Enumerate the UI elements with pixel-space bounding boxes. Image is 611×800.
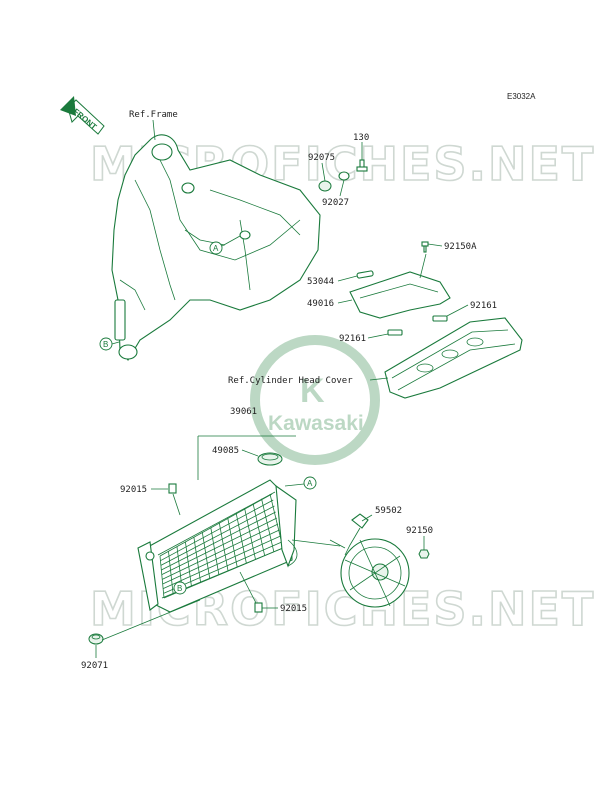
radiator-fan: [329, 513, 410, 608]
part-92161-pad-left: [387, 329, 403, 336]
part-label-92150[interactable]: 92150: [406, 526, 433, 536]
radiator-fin: [193, 536, 202, 583]
radiator-fin: [210, 527, 220, 575]
radiator-fin: [184, 541, 192, 587]
radiator-fin: [227, 517, 238, 568]
part-label-53044[interactable]: 53044: [307, 277, 334, 287]
part-label-49085[interactable]: 49085: [212, 446, 239, 456]
radiator-fin: [261, 498, 275, 552]
callout-a-radiator: A: [284, 476, 317, 490]
callout-b-frame: B: [99, 337, 120, 351]
radiator-fin: [218, 522, 229, 572]
radiator-fin: [235, 512, 247, 564]
part-49016-cover: [349, 271, 451, 319]
kawasaki-logo: K Kawasaki: [250, 335, 380, 465]
part-49085-cap: [257, 452, 283, 466]
part-53044-pad: [356, 270, 374, 279]
diagram-code: E3032A: [507, 92, 536, 101]
front-arrow-icon: FRONT: [60, 96, 105, 135]
radiator-fin-row: [160, 499, 274, 562]
radiator-fin-row: [160, 505, 275, 566]
part-92027-collar: [338, 171, 350, 181]
radiator-fin-row: [161, 517, 278, 576]
part-92075-grommet: [318, 180, 332, 192]
callout-b-radiator: B: [173, 581, 187, 595]
radiator-fin: [159, 555, 165, 599]
radiator-fin: [252, 503, 266, 556]
part-label-92071[interactable]: 92071: [81, 661, 108, 671]
radiator-fin-row: [162, 535, 281, 590]
callout-a-frame: A: [209, 235, 241, 255]
part-92150a-bolt: [421, 241, 429, 253]
part-label-92161-left[interactable]: 92161: [339, 334, 366, 344]
kawasaki-logo-text: Kawasaki: [268, 412, 364, 435]
svg-text:A: A: [307, 479, 313, 488]
radiator-fin: [168, 551, 174, 595]
part-label-92150a[interactable]: 92150A: [444, 242, 477, 252]
part-92071-cap: [88, 633, 104, 645]
part-label-92027[interactable]: 92027: [322, 198, 349, 208]
part-92150-bolt: [418, 549, 430, 559]
radiator-fin-row: [161, 511, 276, 571]
part-92161-pad-right: [432, 315, 448, 322]
part-label-130[interactable]: 130: [353, 133, 369, 143]
part-label-92015-bottom[interactable]: 92015: [280, 604, 307, 614]
ref-frame-label: Ref.Frame: [129, 110, 178, 120]
part-label-49016[interactable]: 49016: [307, 299, 334, 309]
radiator-fin: [201, 532, 211, 579]
part-92015-clip-top: [168, 483, 177, 494]
part-label-92075[interactable]: 92075: [308, 153, 335, 163]
radiator-fin-row: [162, 523, 279, 580]
radiator-fin-row: [162, 529, 280, 585]
svg-text:B: B: [103, 340, 108, 349]
ref-cylinder-head-cover-label: Ref.Cylinder Head Cover: [228, 376, 353, 386]
part-label-39061[interactable]: 39061: [230, 407, 257, 417]
radiator-fin-row: [159, 493, 273, 557]
part-label-92161-right[interactable]: 92161: [470, 301, 497, 311]
radiator: [137, 479, 298, 613]
radiator-fin: [244, 508, 256, 560]
part-92015-clip-bottom: [254, 602, 263, 613]
part-label-92015-top[interactable]: 92015: [120, 485, 147, 495]
part-label-59502[interactable]: 59502: [375, 506, 402, 516]
svg-text:A: A: [213, 244, 219, 253]
svg-text:B: B: [177, 584, 182, 593]
kawasaki-logo-mark: K: [300, 372, 325, 410]
cylinder-head-cover: [384, 317, 523, 399]
